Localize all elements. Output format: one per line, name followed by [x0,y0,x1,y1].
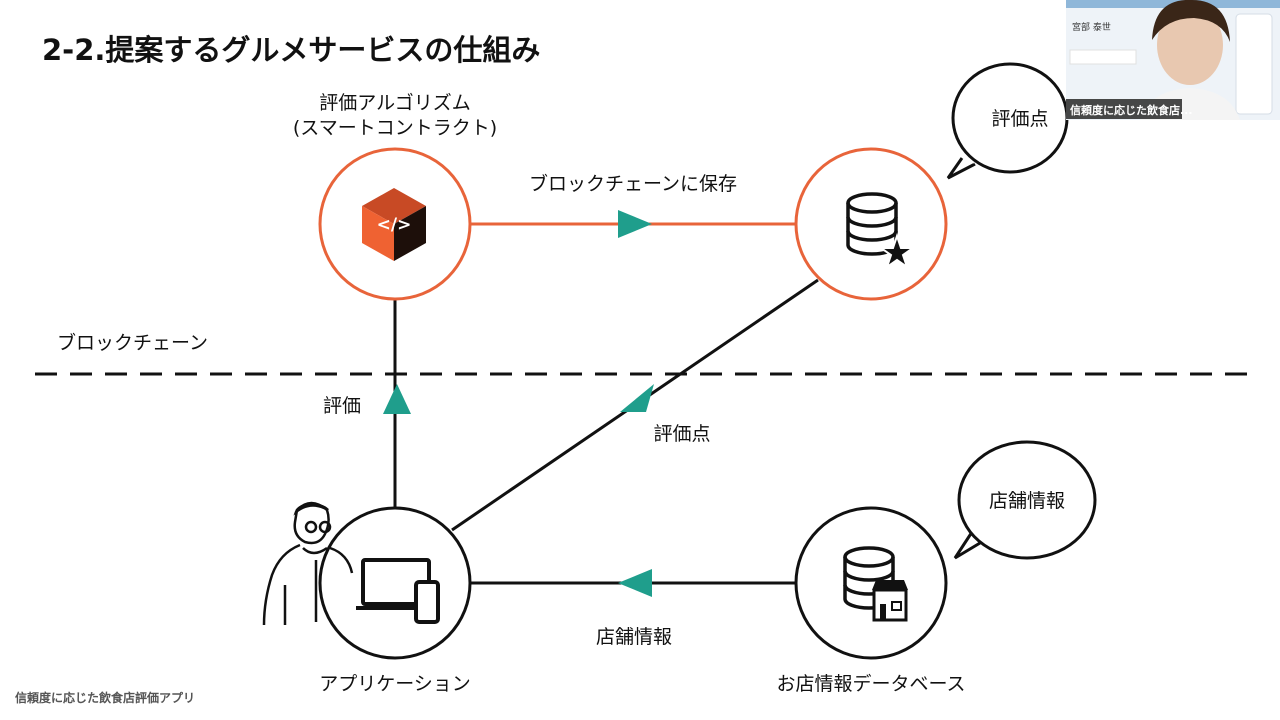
application-label: アプリケーション [319,673,471,695]
algorithm-label: 評価アルゴリズム [319,92,470,114]
svg-text:店舗情報: 店舗情報 [989,490,1065,512]
footer-caption: 信頼度に応じた飲食店評価アプリ [15,690,195,705]
arrow-right-icon [618,210,652,238]
webcam-caption: 信頼度に応じた飲食店... [1070,103,1193,117]
database-store-icon [843,546,908,622]
blockchain-db-node [794,147,948,301]
arrow-up-icon [383,384,411,414]
webcam-overlay: 宮部 泰世 信頼度に応じた飲食店... [1066,0,1280,120]
svg-text:評価点: 評価点 [991,108,1048,130]
score-speech-bubble: 評価点 [946,62,1069,180]
presenter-name: 宮部 泰世 [1072,21,1111,33]
slide-title: 2-2.提案するグルメサービスの仕組み [42,33,540,67]
store-db-label: お店情報データベース [776,673,965,695]
code-cube-icon: </> [362,188,426,261]
presenter-face [1157,5,1223,85]
laptop-phone-icon [356,558,440,624]
edge-rating-label: 評価 [323,395,361,417]
algorithm-sublabel: (スマートコントラクト) [293,117,497,139]
arrow-left-icon [618,569,652,597]
person-illustration [262,501,354,626]
store-info-speech-bubble: 店舗情報 [953,440,1097,560]
blockchain-zone-label: ブロックチェーン [57,331,208,354]
edge-save-label: ブロックチェーンに保存 [529,172,737,195]
store-db-node [794,506,948,660]
arrow-down-left-icon [620,384,654,412]
database-star-icon [846,192,917,270]
edge-score-label: 評価点 [653,423,710,445]
edge-store-label: 店舗情報 [596,626,672,648]
application-node [318,506,472,660]
svg-text:</>: </> [377,215,412,235]
